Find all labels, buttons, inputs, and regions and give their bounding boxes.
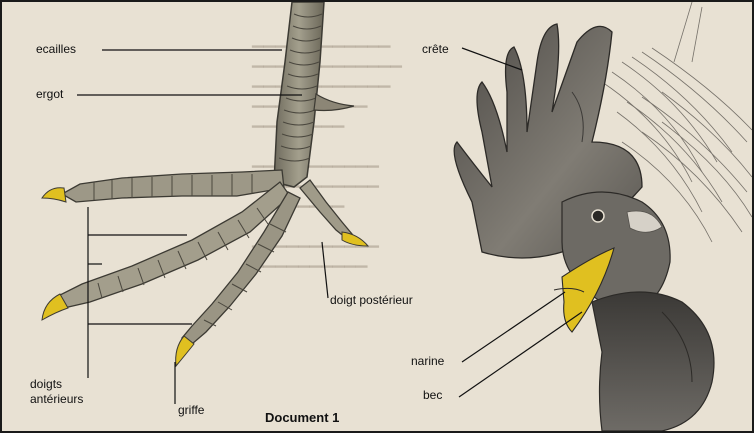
eye-icon — [592, 210, 604, 222]
label-narine: narine — [411, 354, 444, 368]
label-doigt-posterieur: doigt postérieur — [330, 293, 413, 307]
label-ecailles: ecailles — [36, 42, 76, 56]
label-griffe: griffe — [178, 403, 204, 417]
label-crete: crête — [422, 42, 449, 56]
chicken-foot — [42, 2, 368, 366]
label-anterieurs: antérieurs — [30, 392, 83, 406]
label-ergot: ergot — [36, 87, 63, 101]
rooster-head — [454, 2, 752, 431]
label-bec: bec — [423, 388, 442, 402]
figure-caption: Document 1 — [265, 410, 339, 425]
label-doigts: doigts — [30, 377, 62, 391]
